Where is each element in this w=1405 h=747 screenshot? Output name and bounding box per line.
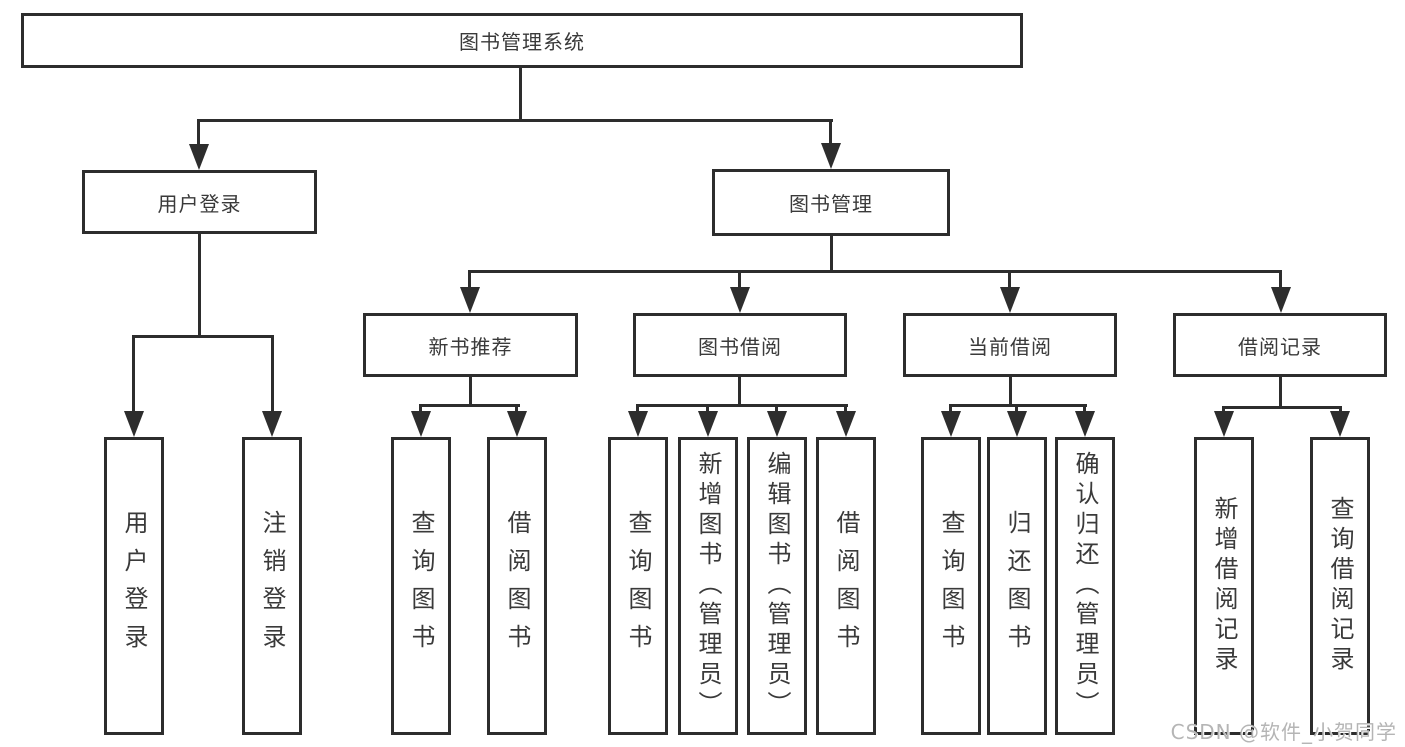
leaf-user-login: 用户登录 (104, 437, 164, 735)
connector-line (1083, 404, 1086, 414)
arrow-down-icon (1000, 287, 1020, 313)
leaf-query-books-current: 查询图书 (921, 437, 981, 735)
connector-line (1222, 406, 1342, 409)
connector-line (1008, 270, 1011, 289)
watermark: CSDN @软件_小贺同学 (1170, 720, 1397, 744)
node-library-management-system: 图书管理系统 (21, 13, 1023, 68)
connector-line (419, 404, 422, 414)
leaf-borrow-books-borrowing: 借阅图书 (816, 437, 876, 735)
leaf-return-books: 归还图书 (987, 437, 1047, 735)
leaf-label: 借阅图书 (832, 510, 860, 662)
leaf-query-books-recommend: 查询图书 (391, 437, 451, 735)
arrow-down-icon (821, 143, 841, 169)
node-label: 图书管理系统 (459, 30, 585, 54)
connector-line (469, 377, 472, 407)
arrow-down-icon (507, 411, 527, 437)
node-label: 图书借阅 (698, 334, 782, 359)
arrow-down-icon (698, 411, 718, 437)
connector-line (468, 270, 1282, 273)
arrow-down-icon (1075, 411, 1095, 437)
leaf-label: 查询借阅记录 (1326, 496, 1354, 676)
leaf-label: 用户登录 (120, 510, 148, 662)
connector-line (1339, 406, 1342, 414)
connector-line (515, 404, 518, 414)
connector-line (132, 335, 274, 338)
leaf-label: 归还图书 (1003, 510, 1031, 662)
node-current-borrowing: 当前借阅 (903, 313, 1117, 377)
connector-line (1009, 377, 1012, 407)
leaf-query-books-borrowing: 查询图书 (608, 437, 668, 735)
leaf-label: 新增图书（管理员） (694, 451, 722, 721)
connector-line (949, 404, 952, 414)
connector-line (1279, 270, 1282, 289)
arrow-down-icon (460, 287, 480, 313)
node-user-login: 用户登录 (82, 170, 317, 234)
node-label: 当前借阅 (968, 334, 1052, 359)
leaf-label: 注销登录 (258, 510, 286, 662)
leaf-label: 借阅图书 (503, 510, 531, 662)
leaf-add-borrow-record: 新增借阅记录 (1194, 437, 1254, 735)
node-borrowing-records: 借阅记录 (1173, 313, 1387, 377)
connector-line (1222, 406, 1225, 414)
connector-line (738, 270, 741, 289)
leaf-logout: 注销登录 (242, 437, 302, 735)
connector-line (844, 404, 847, 414)
connector-line (636, 404, 639, 414)
arrow-down-icon (189, 144, 209, 170)
leaf-confirm-return-admin: 确认归还（管理员） (1055, 437, 1115, 735)
arrow-down-icon (767, 411, 787, 437)
connector-line (197, 119, 833, 122)
connector-line (706, 404, 709, 414)
leaf-label: 查询图书 (624, 510, 652, 662)
connector-line (198, 234, 201, 337)
arrow-down-icon (124, 411, 144, 437)
arrow-down-icon (941, 411, 961, 437)
connector-line (738, 377, 741, 407)
leaf-edit-books-admin: 编辑图书（管理员） (747, 437, 807, 735)
node-book-borrowing: 图书借阅 (633, 313, 847, 377)
connector-line (468, 270, 471, 289)
arrow-down-icon (628, 411, 648, 437)
leaf-query-borrow-record: 查询借阅记录 (1310, 437, 1370, 735)
arrow-down-icon (730, 287, 750, 313)
connector-line (271, 335, 274, 413)
arrow-down-icon (262, 411, 282, 437)
arrow-down-icon (1271, 287, 1291, 313)
node-label: 新书推荐 (428, 334, 513, 359)
node-new-book-recommend: 新书推荐 (363, 313, 578, 377)
arrow-down-icon (1214, 411, 1234, 437)
arrow-down-icon (1007, 411, 1027, 437)
leaf-borrow-books-recommend: 借阅图书 (487, 437, 547, 735)
arrow-down-icon (411, 411, 431, 437)
connector-line (830, 236, 833, 272)
arrow-down-icon (836, 411, 856, 437)
leaf-label: 查询图书 (407, 510, 435, 662)
node-label: 用户登录 (157, 191, 242, 216)
arrow-down-icon (1330, 411, 1350, 437)
connector-line (775, 404, 778, 414)
leaf-label: 新增借阅记录 (1210, 496, 1238, 676)
connector-line (949, 404, 1087, 407)
connector-line (419, 404, 520, 407)
connector-line (132, 335, 135, 413)
leaf-label: 确认归还（管理员） (1071, 451, 1099, 721)
node-label: 借阅记录 (1238, 334, 1322, 359)
connector-line (519, 67, 522, 120)
node-label: 图书管理 (789, 192, 873, 216)
node-book-management: 图书管理 (712, 169, 950, 236)
leaf-add-books-admin: 新增图书（管理员） (678, 437, 738, 735)
connector-line (829, 119, 832, 146)
leaf-label: 编辑图书（管理员） (763, 451, 791, 721)
connector-line (197, 119, 200, 146)
connector-line (636, 404, 848, 407)
connector-line (1015, 404, 1018, 414)
leaf-label: 查询图书 (937, 510, 965, 662)
connector-line (1279, 377, 1282, 409)
